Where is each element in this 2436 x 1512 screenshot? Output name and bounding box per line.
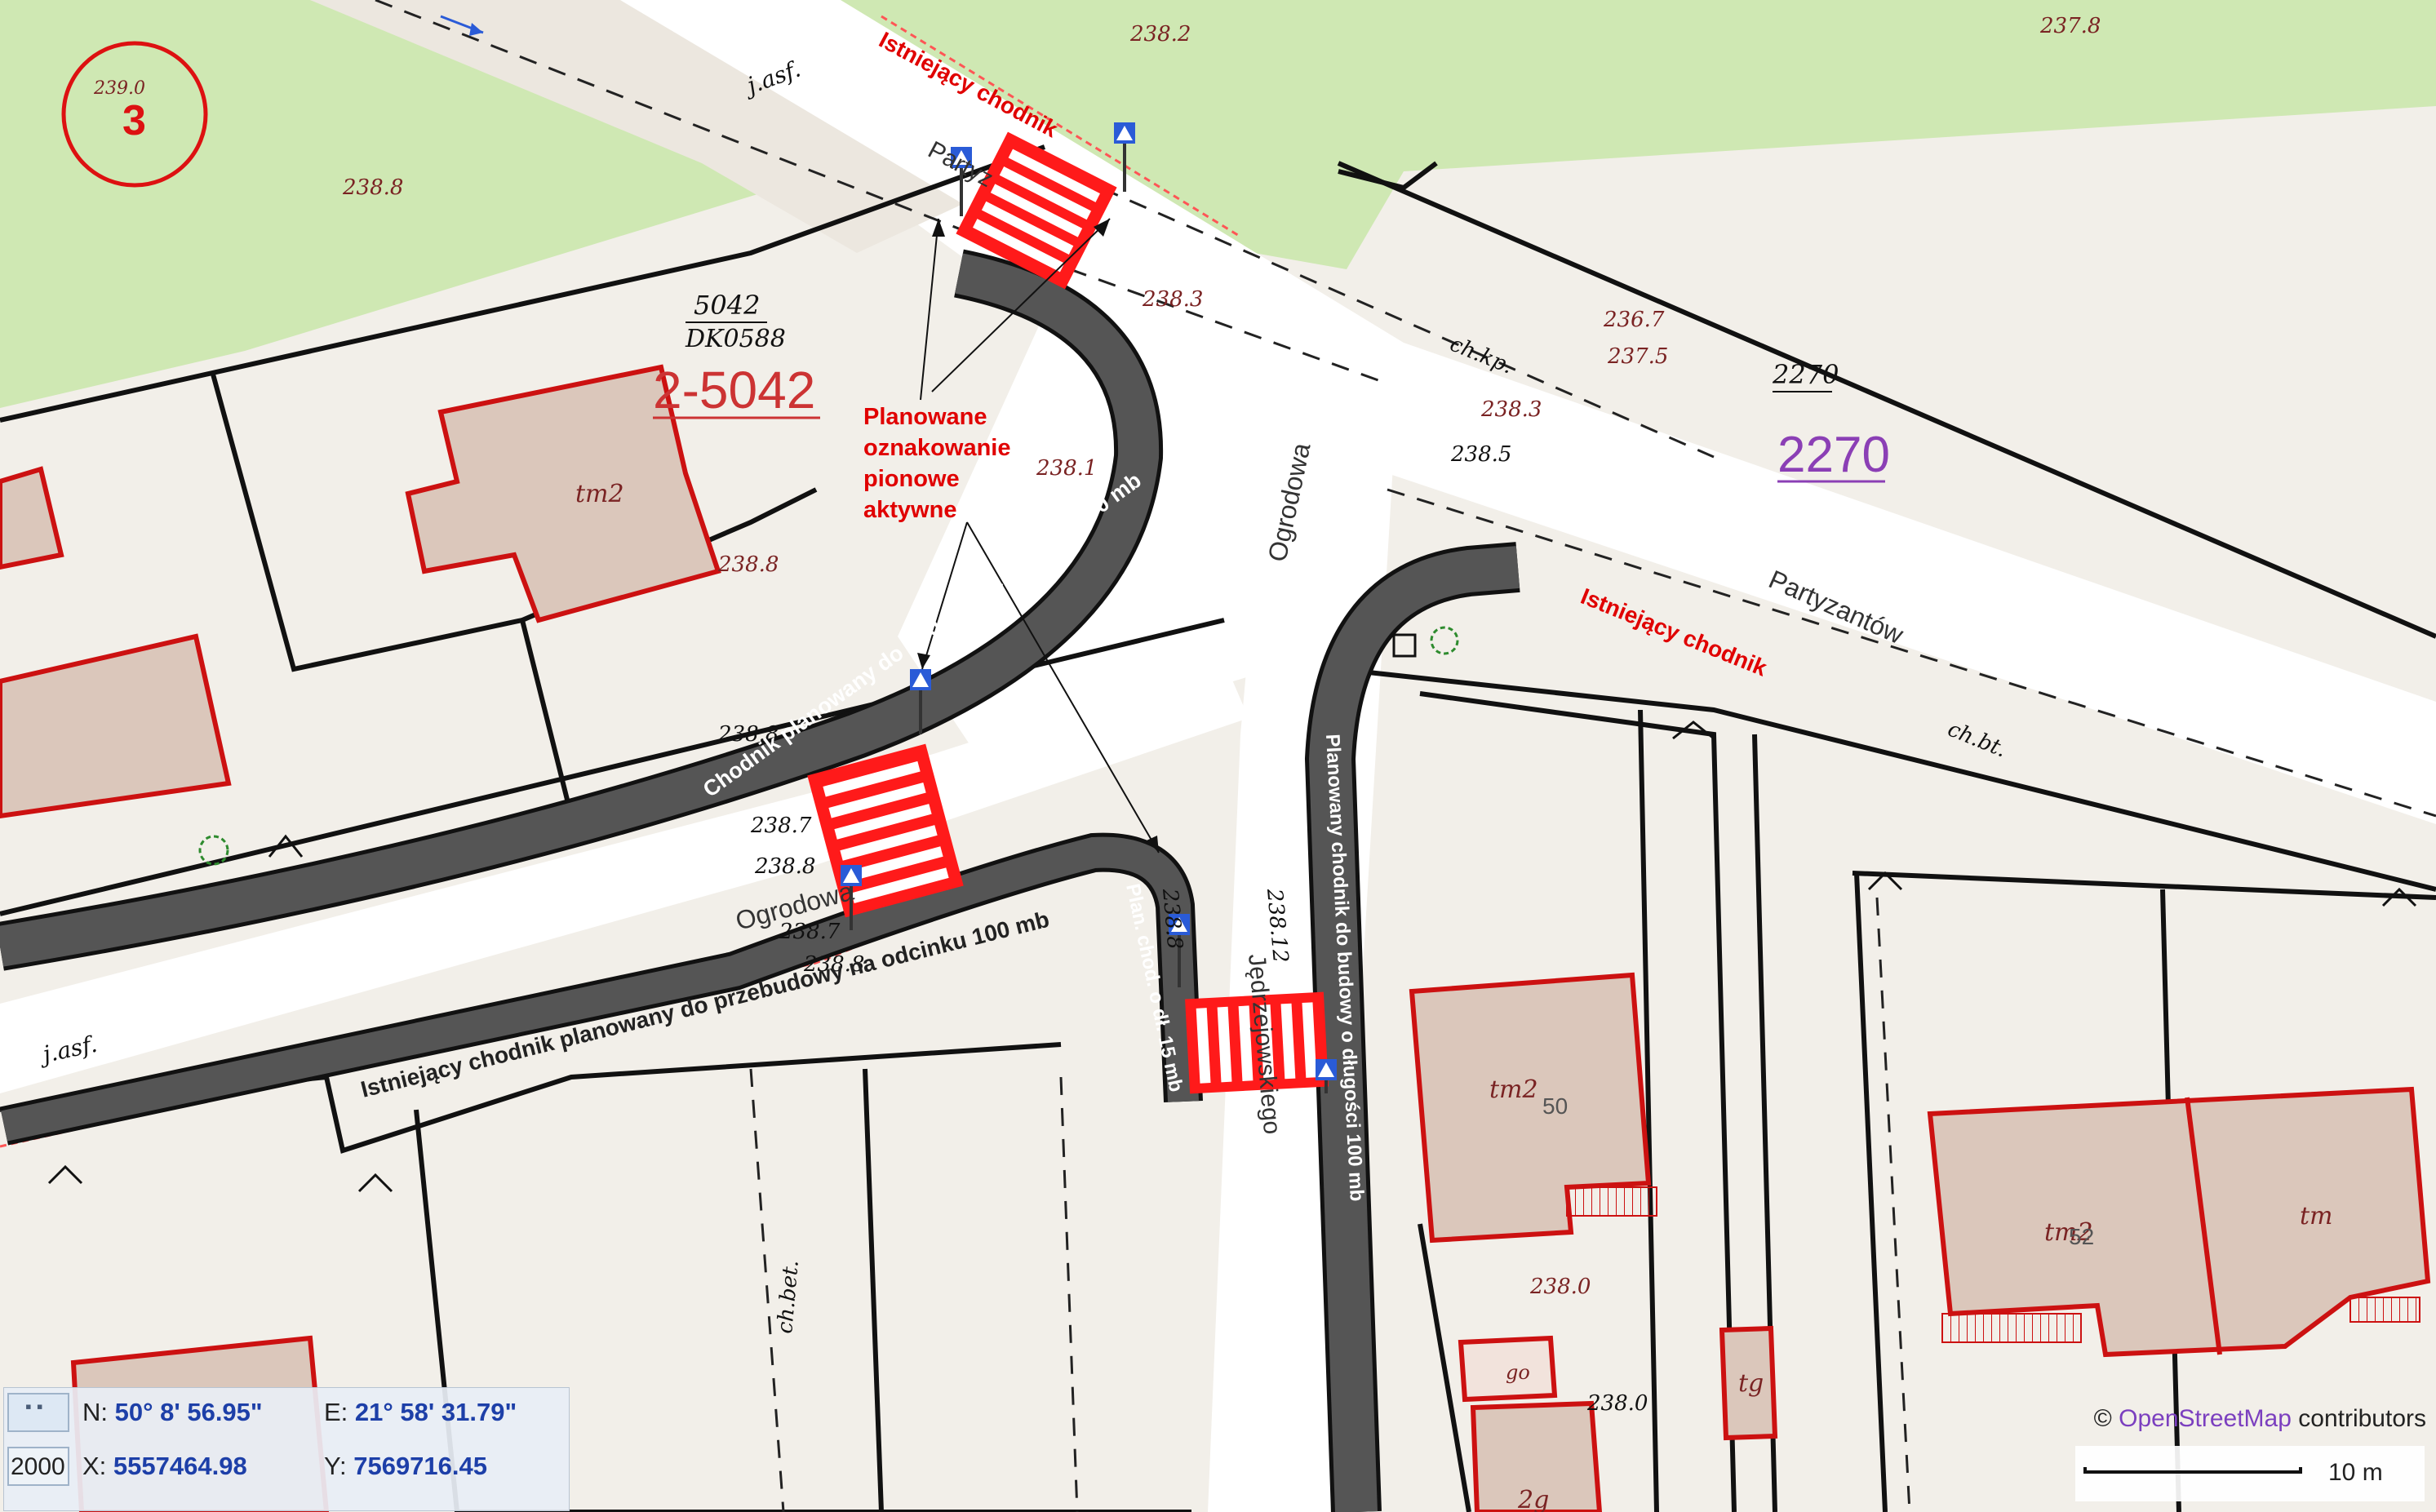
svg-text:pionowe: pionowe — [863, 466, 960, 492]
svg-text:238.7: 238.7 — [750, 814, 812, 838]
svg-text:238.8: 238.8 — [342, 175, 403, 200]
parcel-label: 2270 — [1772, 359, 1839, 390]
building — [0, 633, 232, 819]
crossing-sign-icon — [1316, 1059, 1337, 1093]
svg-text:238.5: 238.5 — [1450, 442, 1511, 467]
building — [1927, 1086, 2431, 1358]
svg-text:ch.bt.: ch.bt. — [1944, 717, 2010, 763]
tree-icon — [198, 626, 1459, 866]
building — [405, 364, 721, 623]
building — [1458, 1335, 1558, 1403]
epsg-selector[interactable]: 2000 — [7, 1447, 69, 1486]
scale-bar-graphic — [2083, 1467, 2302, 1474]
crossing-sign-icon — [1114, 122, 1135, 192]
y-value: 7569716.45 — [353, 1452, 487, 1480]
svg-text:tm2: tm2 — [2044, 1218, 2093, 1247]
pedestrian-crossing — [1185, 991, 1329, 1094]
road-partyzantow-left — [310, 0, 963, 253]
svg-text:238.3: 238.3 — [1480, 397, 1542, 422]
svg-text:238.8: 238.8 — [1157, 887, 1187, 951]
lon-label: E: — [324, 1398, 348, 1426]
coordinate-panel: ▪ ▪ 2000 N: 50° 8' 56.95" E: 21° 58' 31.… — [3, 1387, 570, 1511]
building-codes: tm2 tm2 50 tm2 52 tm tg go 2g — [575, 480, 2333, 1512]
svg-text:tm2: tm2 — [1489, 1075, 1538, 1104]
crossing-sign-icon — [1169, 914, 1190, 987]
planned-sidewalks-fill — [0, 253, 1520, 1512]
lat-label: N: — [82, 1398, 108, 1426]
svg-text:50: 50 — [1542, 1093, 1568, 1119]
buildings — [0, 364, 2431, 1512]
svg-text:Planowane: Planowane — [863, 404, 987, 430]
svg-text:tm: tm — [2300, 1202, 2333, 1230]
pedestrian-crossing — [807, 743, 964, 918]
crossing-sign-icon — [951, 147, 972, 216]
parcel-boundaries — [0, 144, 2436, 1512]
svg-text:2g: 2g — [1517, 1486, 1549, 1512]
svg-text:237.8: 237.8 — [2039, 14, 2101, 38]
utility-box-icon — [1392, 633, 1417, 658]
crossing-sign-icon — [841, 865, 862, 930]
svg-text:oznakowanie: oznakowanie — [863, 435, 1011, 461]
lat-value: 50° 8' 56.95" — [114, 1398, 263, 1426]
svg-text:go: go — [1506, 1361, 1530, 1384]
svg-text:238.8: 238.8 — [717, 552, 779, 577]
building-stairs — [2349, 1297, 2420, 1323]
grass-area-left — [0, 0, 832, 408]
svg-text:238.7: 238.7 — [779, 920, 841, 944]
scale-label: 10 m — [2328, 1459, 2383, 1486]
svg-text:238.8: 238.8 — [803, 952, 864, 977]
svg-text:237.5: 237.5 — [1607, 344, 1668, 369]
building-stairs — [1566, 1186, 1657, 1217]
annotation-planned-signs: Planowane oznakowanie pionowe aktywne — [863, 404, 1011, 523]
building — [1719, 1325, 1778, 1441]
x-value: 5557464.98 — [113, 1452, 247, 1480]
svg-text:ch.bet.: ch.bet. — [773, 1259, 804, 1335]
map-badge-number: 3 — [122, 97, 146, 144]
svg-text:238.8: 238.8 — [717, 722, 779, 747]
parcel-number: 2270 — [1777, 427, 1890, 483]
svg-text:tg: tg — [1738, 1369, 1764, 1398]
elevation-labels: 238.2 237.8 238.8 238.3 238.1 238.8 236.… — [342, 14, 2101, 1416]
arrowheads — [917, 219, 1159, 853]
svg-text:238.3: 238.3 — [1142, 287, 1203, 312]
grid-toggle-button[interactable]: ▪ ▪ — [7, 1393, 69, 1432]
building-stairs — [1941, 1313, 2082, 1343]
badge-elevation: 239.0 — [93, 78, 145, 99]
road-ogrodowa-horizontal — [0, 661, 1249, 1093]
svg-text:238.8: 238.8 — [754, 854, 815, 879]
svg-text:236.7: 236.7 — [1603, 308, 1665, 332]
annotation-arrows — [920, 218, 1160, 854]
annotation-existing-sidewalk: Istniejący chodnik — [1577, 583, 1771, 681]
parcel-label: 5042 — [694, 290, 760, 321]
parcel-number: 2-5042 — [653, 361, 815, 419]
dots-icon: ▪ ▪ — [25, 1396, 43, 1417]
x-label: X: — [82, 1452, 107, 1480]
y-label: Y: — [324, 1452, 347, 1480]
svg-text:238.0: 238.0 — [1586, 1391, 1648, 1416]
epsg-code: 2000 — [11, 1453, 65, 1480]
svg-text:238.1: 238.1 — [1036, 456, 1097, 481]
lon-value: 21° 58' 31.79" — [354, 1398, 517, 1426]
map-badge-circle — [61, 41, 208, 188]
svg-text:238.0: 238.0 — [1529, 1275, 1591, 1299]
north-arrow-icon — [469, 23, 483, 36]
svg-text:aktywne: aktywne — [863, 497, 956, 523]
building — [1470, 1400, 1603, 1512]
map-attribution: © OpenStreetMap contributors — [2093, 1405, 2426, 1432]
svg-text:52: 52 — [2069, 1224, 2094, 1249]
osm-link[interactable]: OpenStreetMap — [2119, 1405, 2292, 1432]
building — [0, 466, 64, 570]
existing-sidewalk-edge-top — [881, 15, 1241, 238]
scale-bar: 10 m — [2075, 1446, 2425, 1501]
crossing-sign-icon — [910, 669, 931, 734]
svg-text:tm2: tm2 — [575, 480, 624, 508]
shrub-icon — [47, 721, 2417, 1193]
svg-text:238.2: 238.2 — [1129, 22, 1191, 47]
dashed-lines — [375, 0, 2436, 1512]
parcel-label: DK0588 — [685, 325, 786, 353]
